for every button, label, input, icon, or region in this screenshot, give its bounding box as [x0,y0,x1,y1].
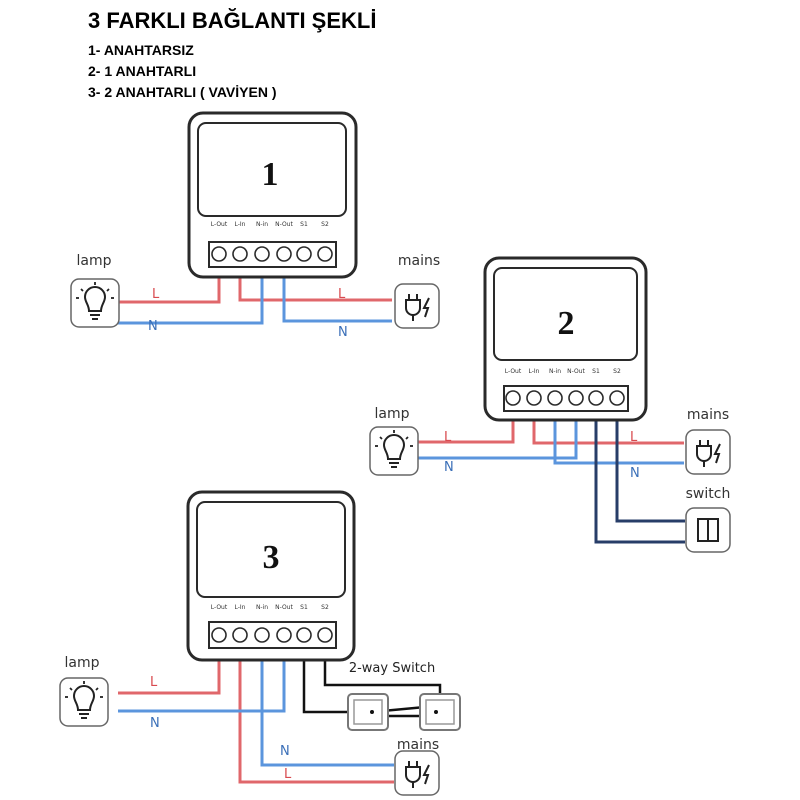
two-way-switch-icon [347,693,389,731]
wire-label-l: L [338,287,346,302]
lightbulb-icon [59,677,109,727]
rocker-switch-icon [685,507,731,553]
terminal-block [503,385,629,412]
terminal-screws [211,246,333,262]
terminal-screws [211,627,333,643]
terminal-label: S2 [613,368,621,375]
terminal-label: L-In [235,221,246,228]
two-way-switch-icon [419,693,461,731]
terminal-label: N-Out [567,368,585,375]
terminal-label: N-Out [275,221,293,228]
module-2: 2 L-Out L-In N-in N-Out S1 S2 [483,256,648,422]
diagram-2: 2 L-Out L-In N-in N-Out S1 S2 lamp mains [369,256,731,553]
diagram-number: 1 [262,156,279,193]
lamp-label: lamp [77,253,112,269]
lightbulb-icon [70,278,120,328]
wire-label-l: L [630,430,638,445]
terminal-label: S2 [321,221,329,228]
lamp-label: lamp [65,655,100,671]
lightbulb-icon [369,426,419,476]
terminal-label: L-In [529,368,540,375]
terminal-block [208,241,337,268]
diagram-number: 2 [558,305,575,342]
terminal-label: S1 [300,604,308,611]
wire-label-l: L [150,675,158,690]
terminal-label: N-in [256,221,268,228]
page-title: 3 FARKLI BAĞLANTI ŞEKLİ [88,8,377,33]
mains-label: mains [398,253,440,269]
terminal-label: S1 [592,368,600,375]
terminal-label: N-in [549,368,561,375]
wire-label-n: N [150,716,160,731]
terminal-label: L-Out [211,604,228,611]
plug-icon [394,283,440,329]
wire-label-n: N [148,319,158,334]
header: 3 FARKLI BAĞLANTI ŞEKLİ 1- ANAHTARSIZ 2-… [88,8,376,103]
module-3: 3 L-Out L-In N-in N-Out S1 S2 [186,490,356,662]
terminal-label: L-In [235,604,246,611]
mains-label: mains [687,407,729,423]
wire-label-n: N [630,466,640,481]
switch-label: switch [686,486,731,502]
terminal-label: N-Out [275,604,293,611]
wire-label-l: L [444,430,452,445]
mains-label: mains [397,737,439,753]
wire-label-n: N [338,325,348,340]
list-item: 1- ANAHTARSIZ [88,42,194,58]
plug-icon [394,750,440,796]
plug-icon [685,429,731,475]
terminal-screws [505,390,625,406]
list-item: 2- 1 ANAHTARLI [88,63,197,79]
module-1: 1 L-Out L-In N-in N-Out S1 S2 [187,111,358,279]
diagram-3: 3 L-Out L-In N-in N-Out S1 S2 lamp 2-way… [59,490,461,796]
wire-label-l: L [284,767,292,782]
wire-label-l: L [152,287,160,302]
wire-label-n: N [444,460,454,475]
terminal-label: L-Out [505,368,522,375]
terminal-label: S2 [321,604,329,611]
terminal-label: N-in [256,604,268,611]
wire-label-n: N [280,744,290,759]
terminal-label: L-Out [211,221,228,228]
two-way-switch-label: 2-way Switch [349,661,435,676]
list-item: 3- 2 ANAHTARLI ( VAVİYEN ) [88,84,277,100]
diagram-number: 3 [263,539,280,576]
diagram-1: 1 L-Out L-In N-in N-Out S1 S2 lamp mains [70,111,440,340]
lamp-label: lamp [375,406,410,422]
switch-wire [594,400,685,544]
terminal-block [208,621,337,649]
terminal-label: S1 [300,221,308,228]
